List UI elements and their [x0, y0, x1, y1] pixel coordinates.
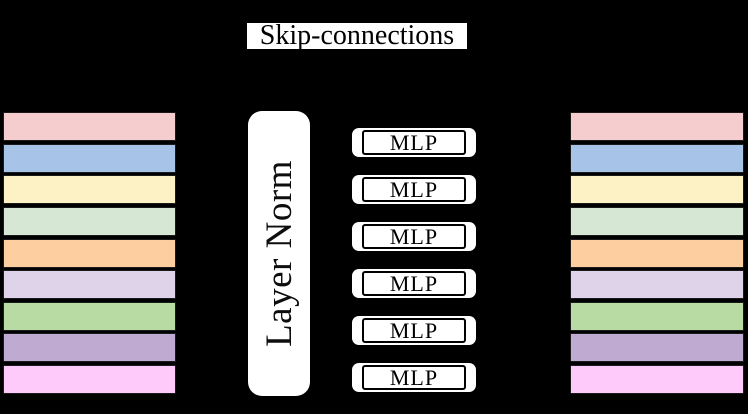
mlp-box-border: MLP: [362, 130, 466, 155]
stack-bar: [3, 206, 176, 236]
stack-bar: [3, 143, 176, 173]
mlp-block: MLP: [352, 128, 476, 157]
stack-bar: [3, 175, 176, 205]
layer-norm-label: Layer Norm: [258, 160, 300, 347]
mlp-label: MLP: [389, 223, 439, 249]
mlp-label: MLP: [389, 270, 439, 296]
layer-norm-block: Layer Norm: [248, 111, 310, 396]
stack-bar: [570, 238, 744, 268]
right-feature-stack: [570, 112, 744, 394]
stack-bar: [570, 112, 744, 141]
mlp-box-border: MLP: [362, 177, 466, 202]
mlp-block: MLP: [352, 222, 476, 251]
mlp-block: MLP: [352, 316, 476, 345]
mlp-block: MLP: [352, 175, 476, 204]
stack-bar: [570, 365, 744, 394]
skip-connections-label: Skip-connections: [247, 22, 467, 50]
mlp-label: MLP: [389, 364, 439, 390]
stack-bar: [3, 365, 176, 394]
stack-bar: [3, 112, 176, 141]
mlp-block: MLP: [352, 269, 476, 298]
stack-bar: [570, 175, 744, 205]
mlp-label: MLP: [389, 176, 439, 202]
stack-bar: [3, 333, 176, 363]
stack-bar: [3, 301, 176, 331]
mlp-box-border: MLP: [362, 365, 466, 390]
mlp-box-border: MLP: [362, 224, 466, 249]
stack-bar: [570, 333, 744, 363]
mlp-box-border: MLP: [362, 318, 466, 343]
stack-bar: [3, 270, 176, 300]
mlp-block: MLP: [352, 363, 476, 392]
mlp-box-border: MLP: [362, 271, 466, 296]
stack-bar: [3, 238, 176, 268]
stack-bar: [570, 301, 744, 331]
stack-bar: [570, 270, 744, 300]
left-feature-stack: [3, 112, 176, 394]
mlp-label: MLP: [389, 317, 439, 343]
stack-bar: [570, 206, 744, 236]
mlp-label: MLP: [389, 129, 439, 155]
stack-bar: [570, 143, 744, 173]
mlp-column: MLP MLP MLP MLP MLP MLP: [352, 128, 476, 392]
